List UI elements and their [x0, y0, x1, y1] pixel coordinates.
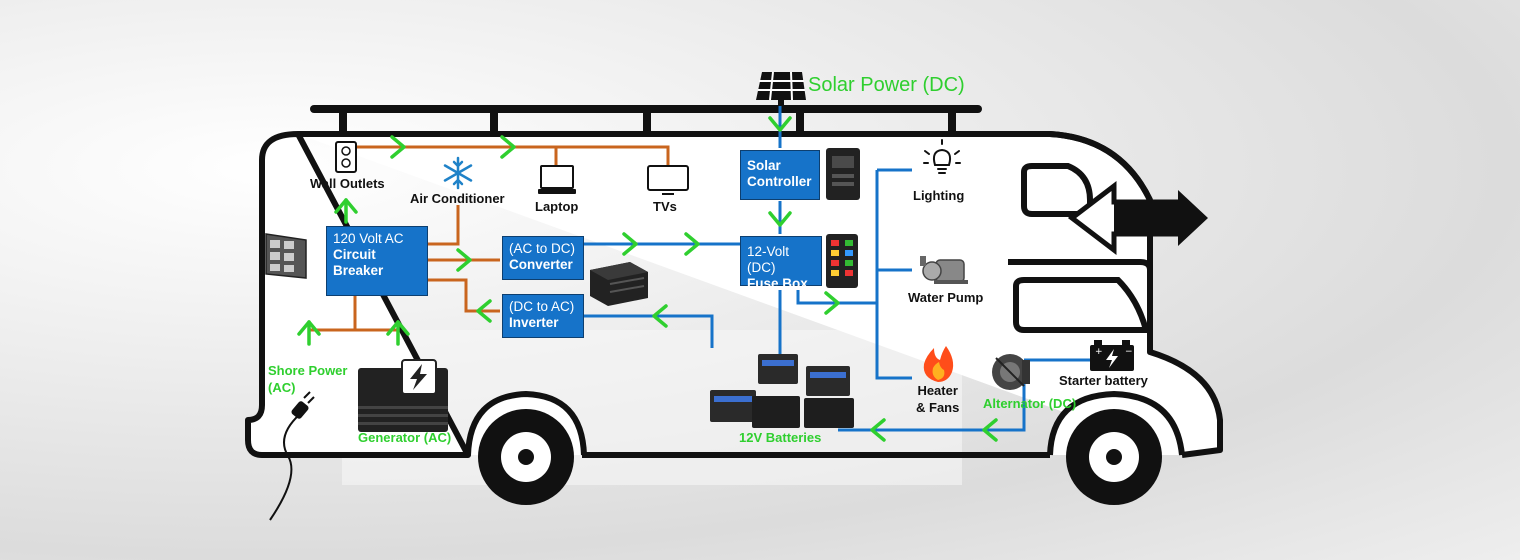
charge-controller-icon — [826, 148, 860, 200]
circuit-breaker-line2: Circuit — [333, 247, 376, 262]
inverter-line1: (DC to AC) — [509, 299, 575, 314]
svg-text:−: − — [1125, 347, 1133, 357]
wall-outlet-icon — [335, 141, 357, 173]
converter-line2: Converter — [509, 257, 573, 272]
roof-rack — [310, 105, 982, 134]
breaker-panel-icon — [265, 233, 307, 279]
heater-label: Heater & Fans — [916, 382, 959, 416]
circuit-breaker-line1: 120 Volt AC — [333, 231, 404, 246]
solar-panel-icon — [756, 71, 806, 106]
converter-line1: (AC to DC) — [509, 241, 576, 256]
heater-line2: & Fans — [916, 400, 960, 415]
tv-icon — [647, 165, 689, 195]
tvs-label: TVs — [653, 199, 677, 214]
laptop-icon — [538, 165, 576, 194]
inverter-device-icon — [590, 262, 648, 306]
cab-window-top — [1021, 163, 1093, 217]
water-pump-label: Water Pump — [908, 290, 984, 305]
rear-wheel — [478, 409, 574, 505]
laptop-label: Laptop — [535, 199, 579, 214]
lightbulb-icon — [923, 139, 961, 174]
solar-power-title: Solar Power (DC) — [808, 74, 965, 96]
shore-power-line2: (AC) — [268, 380, 296, 395]
inverter-line2: Inverter — [509, 315, 559, 330]
flame-icon — [923, 346, 954, 382]
lighting-label: Lighting — [913, 188, 965, 203]
fuse-panel-icon — [826, 234, 858, 288]
fuse-box-box: 12-Volt (DC) Fuse Box — [740, 236, 822, 291]
svg-text:+: + — [1095, 347, 1103, 357]
starter-battery-label: Starter battery — [1059, 373, 1148, 388]
generator-icon — [358, 359, 448, 432]
alternator-label: Alternator (DC) — [983, 396, 1077, 411]
front-wheel — [1066, 409, 1162, 505]
power-plug-icon — [269, 391, 315, 521]
inverter-box: (DC to AC) Inverter — [502, 294, 584, 338]
solar-controller-line2: Controller — [747, 174, 812, 189]
circuit-breaker-box: 120 Volt AC Circuit Breaker — [326, 226, 428, 296]
air-conditioner-label: Air Conditioner — [410, 191, 505, 206]
circuit-breaker-line3: Breaker — [333, 263, 384, 278]
generator-label: Generator (AC) — [358, 430, 452, 445]
wall-outlets-label: Wall Outlets — [310, 176, 385, 191]
car-battery-icon: + − — [1090, 340, 1134, 371]
cab-window — [1013, 277, 1150, 333]
batteries-label: 12V Batteries — [739, 430, 822, 445]
alternator-icon — [992, 354, 1030, 390]
dc-wiring — [584, 106, 1090, 432]
converter-box: (AC to DC) Converter — [502, 236, 584, 280]
fuse-box-line1: 12-Volt (DC) — [747, 244, 790, 275]
battery-bank-icon — [710, 354, 854, 428]
solar-controller-line1: Solar — [747, 158, 781, 173]
flow-arrows — [297, 116, 998, 442]
cab-divider — [1008, 259, 1153, 271]
shore-power-label: Shore Power (AC) — [268, 362, 347, 396]
heater-line1: Heater — [917, 383, 958, 398]
snowflake-icon — [443, 156, 473, 190]
fuse-box-line2: Fuse Box — [747, 276, 808, 291]
direction-arrow — [1067, 180, 1208, 256]
solar-controller-box: Solar Controller — [740, 150, 820, 200]
water-pump-icon — [920, 256, 968, 284]
rv-body-outline — [245, 131, 1223, 458]
shore-power-line1: Shore Power — [268, 363, 348, 378]
ac-wiring — [307, 145, 670, 332]
